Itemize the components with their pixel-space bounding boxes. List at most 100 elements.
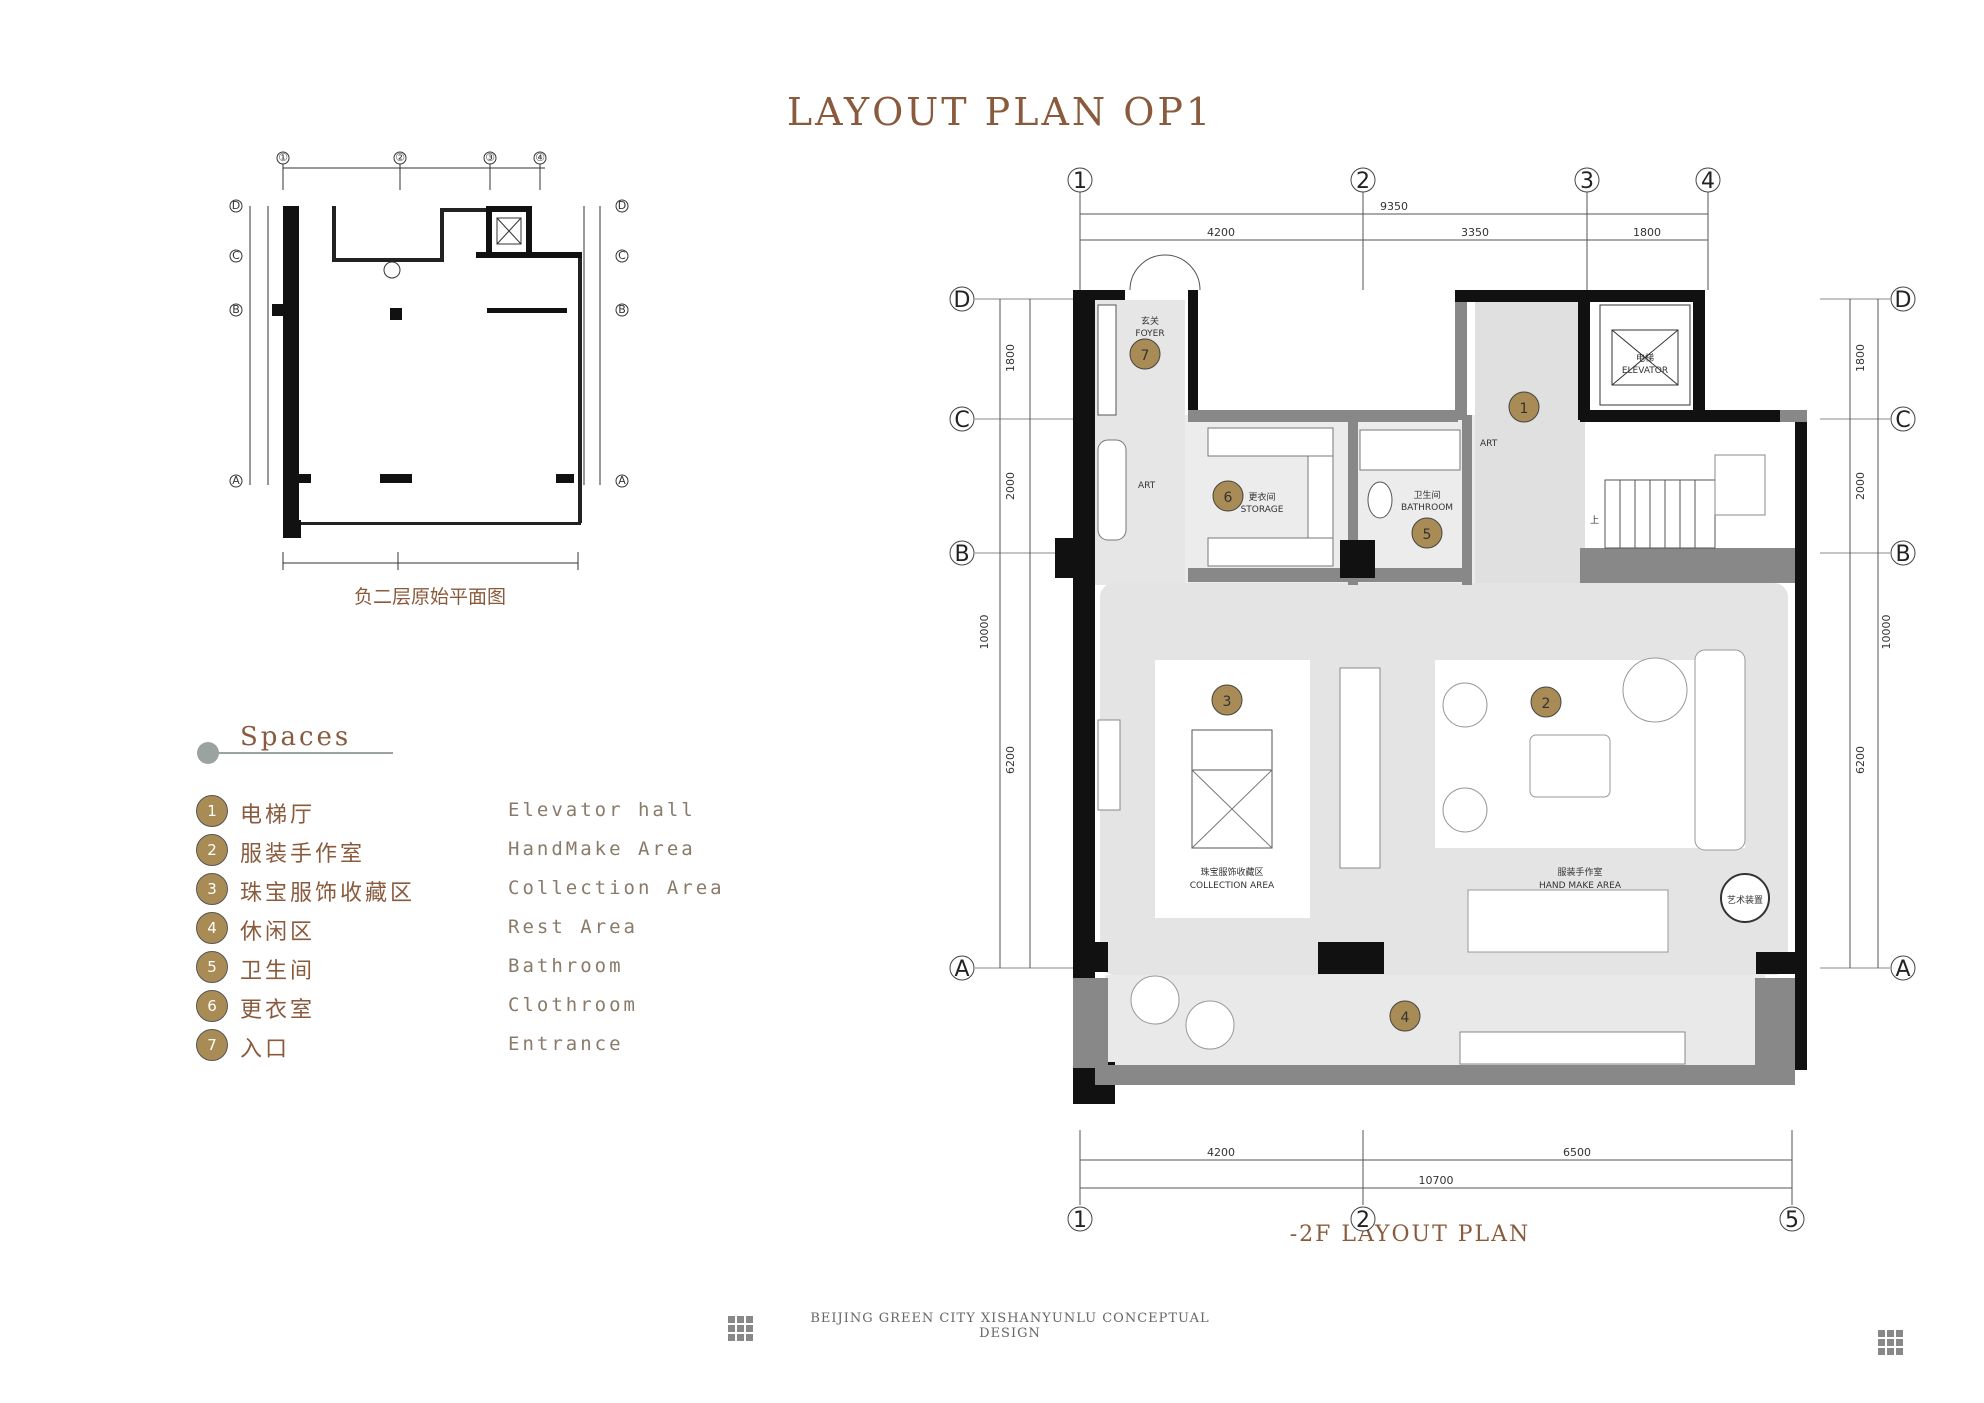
- original-floor-plan: ① ② ③ ④ D C B A D C B A: [229, 151, 629, 570]
- small-grid-label: ①: [278, 151, 288, 164]
- small-grid-label: ②: [395, 151, 405, 164]
- legend-number: 5: [196, 951, 228, 983]
- grid-logo-icon: [1878, 1330, 1903, 1355]
- dim-left-segment: 2000: [1004, 472, 1017, 500]
- legend-item: 4 休闲区 Rest Area: [196, 912, 756, 951]
- dim-top-total: 9350: [1380, 200, 1408, 213]
- art-installation-label: 艺术装置: [1727, 894, 1763, 906]
- original-plan-caption: 负二层原始平面图: [353, 586, 506, 608]
- room-marker: 7: [1141, 348, 1150, 364]
- small-grid-label: A: [232, 474, 240, 487]
- foyer-label-cn: 玄关: [1141, 315, 1159, 327]
- grid-label: D: [1895, 288, 1912, 313]
- art-label: ART: [1480, 439, 1498, 449]
- layout-plan-caption: -2F LAYOUT PLAN: [1289, 1222, 1531, 1247]
- legend-label-cn: 更衣室: [240, 998, 316, 1023]
- elevator-label-cn: 电梯: [1636, 352, 1654, 364]
- dim-top-segment: 1800: [1633, 226, 1661, 239]
- stair-up-label: 上: [1590, 515, 1599, 526]
- dim-bottom-segment: 6500: [1563, 1146, 1591, 1159]
- grid-label: B: [954, 542, 969, 567]
- legend-number: 3: [196, 873, 228, 905]
- room-marker: 2: [1542, 696, 1551, 712]
- small-grid-label: ③: [485, 151, 495, 164]
- small-grid-label: B: [232, 303, 240, 316]
- room-markers: 1 2 3 4 5 6 7: [1129, 338, 1562, 1032]
- dim-top-segment: 3350: [1461, 226, 1489, 239]
- page-title: LAYOUT PLAN OP1: [786, 90, 1214, 134]
- room-marker: 5: [1423, 527, 1432, 543]
- small-grid-label: A: [618, 474, 626, 487]
- legend-number: 2: [196, 834, 228, 866]
- dim-left-total: 10000: [978, 615, 991, 650]
- legend-number: 4: [196, 912, 228, 944]
- room-marker: 1: [1520, 401, 1529, 417]
- grid-label: A: [954, 957, 969, 982]
- spaces-title: Spaces: [240, 722, 352, 752]
- collection-label-en: COLLECTION AREA: [1190, 881, 1275, 891]
- dim-bottom-segment: 4200: [1207, 1146, 1235, 1159]
- grid-label: C: [1895, 408, 1910, 433]
- grid-label: 3: [1580, 169, 1594, 194]
- footer-project-name: BEIJING GREEN CITY XISHANYUNLU CONCEPTUA…: [810, 1311, 1210, 1341]
- main-floor-plan: 1 2 3 4 9350 4200 3350 1800 D C B A 1800…: [949, 167, 1916, 1233]
- legend-label-cn: 入口: [240, 1037, 291, 1062]
- grid-label: 5: [1785, 1208, 1799, 1233]
- grid-label: 1: [1073, 169, 1087, 194]
- legend-number: 1: [196, 795, 228, 827]
- legend-label-cn: 服装手作室: [240, 842, 366, 867]
- small-grid-label: D: [618, 199, 626, 212]
- legend-label-en: Entrance: [508, 1033, 624, 1055]
- small-grid-label: C: [618, 249, 626, 262]
- legend-label-en: Clothroom: [508, 994, 638, 1016]
- legend-item: 6 更衣室 Clothroom: [196, 990, 756, 1029]
- small-grid-label: D: [232, 199, 240, 212]
- grid-label: 2: [1356, 169, 1370, 194]
- grid-label: 1: [1073, 1208, 1087, 1233]
- grid-label: A: [1895, 957, 1910, 982]
- handmake-label-cn: 服装手作室: [1557, 866, 1602, 878]
- legend-item: 2 服装手作室 HandMake Area: [196, 834, 756, 873]
- room-marker: 6: [1224, 490, 1233, 506]
- art-label: ART: [1138, 481, 1156, 491]
- dim-bottom-total: 10700: [1419, 1174, 1454, 1187]
- legend-label-en: Rest Area: [508, 916, 638, 938]
- legend-number: 7: [196, 1029, 228, 1061]
- dim-right-segment: 1800: [1854, 344, 1867, 372]
- collection-label-cn: 珠宝服饰收藏区: [1200, 866, 1263, 878]
- legend-item: 1 电梯厅 Elevator hall: [196, 795, 756, 834]
- small-grid-label: B: [618, 303, 626, 316]
- legend-label-cn: 卫生间: [240, 959, 316, 984]
- dim-left-segment: 1800: [1004, 344, 1017, 372]
- legend-label-en: Elevator hall: [508, 799, 696, 821]
- dim-right-segment: 6200: [1854, 746, 1867, 774]
- grid-logo-icon: [728, 1316, 753, 1341]
- grid-label: 4: [1701, 169, 1715, 194]
- dim-top-segment: 4200: [1207, 226, 1235, 239]
- grid-label: B: [1895, 542, 1910, 567]
- dim-left-segment: 6200: [1004, 746, 1017, 774]
- legend-label-cn: 电梯厅: [240, 803, 316, 828]
- legend-label-cn: 休闲区: [240, 920, 316, 945]
- small-grid-label: ④: [535, 151, 545, 164]
- foyer-label-en: FOYER: [1135, 329, 1164, 339]
- spaces-underline: [208, 752, 393, 754]
- legend-label-en: HandMake Area: [508, 838, 696, 860]
- dim-right-segment: 2000: [1854, 472, 1867, 500]
- dim-right-total: 10000: [1880, 615, 1893, 650]
- grid-label: 2: [1356, 1208, 1370, 1233]
- legend-item: 3 珠宝服饰收藏区 Collection Area: [196, 873, 756, 912]
- handmake-label-en: HAND MAKE AREA: [1539, 881, 1622, 891]
- legend-label-en: Bathroom: [508, 955, 624, 977]
- storage-label-cn: 更衣间: [1248, 491, 1275, 503]
- grid-label: C: [954, 408, 969, 433]
- bathroom-label-en: BATHROOM: [1401, 503, 1453, 513]
- elevator-label-en: ELEVATOR: [1622, 366, 1668, 376]
- room-marker: 3: [1223, 694, 1232, 710]
- legend-label-en: Collection Area: [508, 877, 725, 899]
- grid-label: D: [954, 288, 971, 313]
- bathroom-label-cn: 卫生间: [1413, 489, 1440, 501]
- legend-number: 6: [196, 990, 228, 1022]
- legend-label-cn: 珠宝服饰收藏区: [240, 881, 416, 906]
